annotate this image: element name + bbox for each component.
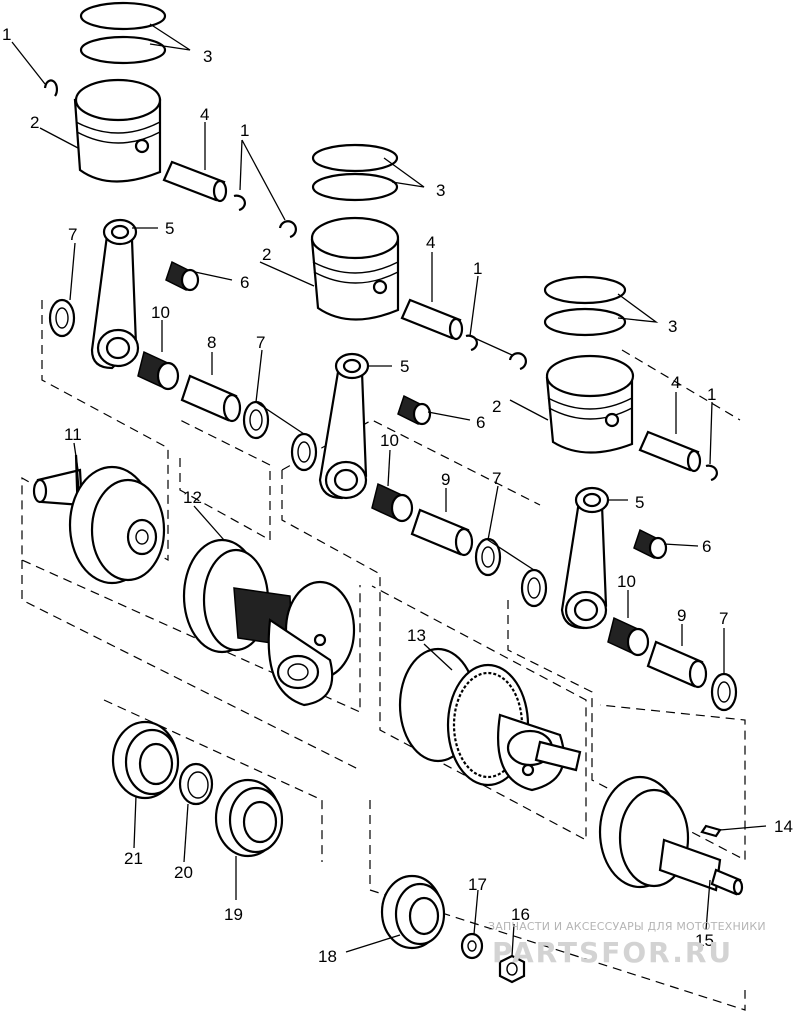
callout-7: 7 (719, 609, 728, 628)
crankshaft-end-11 (32, 454, 166, 585)
callout-4: 4 (671, 373, 680, 392)
piston-ring-3b (543, 307, 627, 337)
callout-14: 14 (774, 817, 793, 836)
main-bearing-21 (111, 720, 180, 800)
callout-18: 18 (318, 947, 337, 966)
piston-3 (545, 354, 635, 454)
piston-ring-3a (543, 275, 627, 305)
callout-9: 9 (677, 606, 686, 625)
callout-8: 8 (207, 333, 216, 352)
callout-1: 1 (473, 259, 482, 278)
thrust-washer-6 (710, 672, 738, 712)
callout-5: 5 (165, 219, 174, 238)
callout-11: 11 (64, 425, 82, 444)
watermark: ЗАПЧАСТИ И АКСЕССУАРЫ ДЛЯ МОТОТЕХНИКИ PA… (488, 920, 766, 969)
crank-pin-8 (180, 374, 242, 423)
callout-7: 7 (492, 469, 501, 488)
thrust-washer-5 (520, 568, 548, 608)
needle-bearing-small-1 (165, 260, 200, 292)
callout-21: 21 (124, 849, 143, 868)
leader-lines (11, 23, 767, 957)
assembly-outline-bearings (103, 699, 746, 1011)
crankshaft-center-12 (182, 538, 356, 707)
callout-12: 12 (183, 488, 202, 507)
piston-pin-1 (162, 160, 228, 203)
circlip-3a (508, 352, 527, 371)
crankshaft-gear-13 (398, 647, 582, 792)
callout-3: 3 (668, 317, 677, 336)
callout-1: 1 (240, 121, 249, 140)
circlip-2b (465, 334, 478, 352)
crank-pin-9a (410, 508, 474, 557)
piston-2 (310, 216, 400, 321)
callout-6: 6 (702, 537, 711, 556)
piston-pin-2 (400, 298, 464, 341)
needle-bearing-big-1 (137, 350, 180, 391)
seal-ring-20 (178, 762, 214, 806)
callout-4: 4 (426, 233, 435, 252)
thrust-washer-3 (290, 432, 318, 472)
callout-labels: 1 2 3 4 1 5 6 7 10 8 7 11 12 3 2 4 1 5 6… (2, 25, 793, 966)
main-bearing-18 (380, 874, 446, 950)
callout-10: 10 (151, 303, 170, 322)
callout-10: 10 (617, 572, 636, 591)
watermark-logo: PARTSFOR.RU (492, 936, 733, 969)
callout-5: 5 (400, 357, 409, 376)
piston-group-2 (278, 143, 478, 352)
callout-3: 3 (436, 181, 445, 200)
piston-ring-2b (311, 172, 399, 202)
assembly-outline-right (507, 349, 746, 861)
callout-15: 15 (695, 931, 714, 950)
callout-6: 6 (240, 273, 249, 292)
connecting-rod-1 (90, 218, 140, 370)
callout-4: 4 (200, 105, 209, 124)
callout-2: 2 (30, 113, 39, 132)
piston-group-1 (43, 1, 246, 212)
callout-3: 3 (203, 47, 212, 66)
callout-1: 1 (2, 25, 11, 44)
callout-6: 6 (476, 413, 485, 432)
piston-ring-1b (79, 35, 167, 65)
circlip-2a (278, 220, 297, 239)
callout-7: 7 (68, 225, 77, 244)
thrust-washer-1 (48, 298, 76, 338)
piston-ring-2a (311, 143, 399, 173)
callout-19: 19 (224, 905, 243, 924)
circlip-1b (233, 194, 246, 212)
piston-group-3 (508, 275, 718, 482)
callout-5: 5 (635, 493, 644, 512)
woodruff-key-14 (700, 824, 722, 838)
callout-7: 7 (256, 333, 265, 352)
callout-2: 2 (492, 397, 501, 416)
connecting-rod-3 (560, 486, 610, 630)
piston-pin-3 (638, 430, 702, 473)
callout-2: 2 (262, 245, 271, 264)
piston-1 (73, 78, 162, 183)
crank-pin-9b (646, 640, 708, 689)
callout-16: 16 (511, 905, 530, 924)
watermark-tagline: ЗАПЧАСТИ И АКСЕССУАРЫ ДЛЯ МОТОТЕХНИКИ (488, 920, 766, 933)
callout-1: 1 (707, 385, 716, 404)
callout-10: 10 (380, 431, 399, 450)
needle-bearing-big-2 (371, 482, 414, 523)
connecting-rod-2 (318, 352, 370, 500)
thrust-washer-4 (474, 537, 502, 577)
callout-13: 13 (407, 626, 426, 645)
piston-ring-1a (79, 1, 167, 31)
washer-17 (460, 932, 484, 960)
circlip-1a (43, 79, 59, 97)
needle-bearing-small-3 (633, 528, 668, 560)
needle-bearing-small-2 (397, 394, 432, 426)
circlip-3b (705, 464, 718, 482)
main-bearing-19 (214, 778, 284, 858)
callout-17: 17 (468, 875, 487, 894)
needle-bearing-big-3 (607, 616, 650, 657)
callout-9: 9 (441, 470, 450, 489)
callout-20: 20 (174, 863, 193, 882)
crankshaft-end-15 (598, 775, 744, 896)
